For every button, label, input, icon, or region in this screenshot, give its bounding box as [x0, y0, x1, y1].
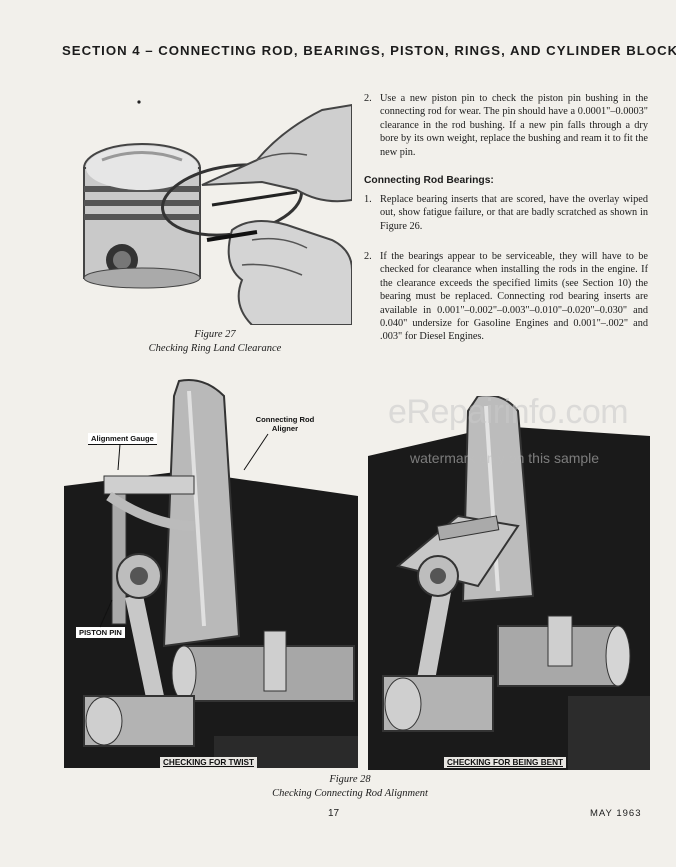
figure-27-caption: Checking Ring Land Clearance	[148, 343, 282, 354]
alignment-gauge-label: Alignment Gauge	[88, 433, 157, 445]
list-item-replace-inserts: 1. Replace bearing inserts that are scor…	[364, 193, 648, 233]
list-text: Use a new piston pin to check the piston…	[380, 93, 648, 158]
list-number: 1.	[364, 194, 372, 205]
page-number: 17	[328, 808, 340, 819]
figure-27-caption-block: Figure 27 Checking Ring Land Clearance	[120, 328, 310, 356]
piston-pin-label: PISTON PIN	[76, 627, 125, 638]
list-item-bearing-clearance: 2. If the bearings appear to be servicea…	[364, 250, 648, 344]
section-title: SECTION 4 – CONNECTING ROD, BEARINGS, PI…	[62, 43, 676, 58]
watermark-sub: watermark only on this sample	[410, 450, 600, 466]
list-item-pin-bushing: 2. Use a new piston pin to check the pis…	[364, 92, 648, 159]
checking-twist-label: CHECKING FOR TWIST	[160, 757, 257, 768]
list-text: If the bearings appear to be serviceable…	[380, 251, 648, 343]
watermark-main: eRepairinfo.com	[388, 393, 629, 431]
list-number: 2.	[364, 251, 372, 262]
figure-27-photo	[82, 90, 352, 325]
figure-28-caption-block: Figure 28 Checking Connecting Rod Alignm…	[230, 773, 470, 801]
date-stamp: MAY 1963	[590, 808, 642, 819]
figure-28-caption: Checking Connecting Rod Alignment	[272, 788, 428, 799]
rod-bearings-heading: Connecting Rod Bearings:	[364, 175, 494, 186]
checking-bent-label: CHECKING FOR BEING BENT	[444, 757, 566, 768]
list-text: Replace bearing inserts that are scored,…	[380, 194, 648, 232]
list-number: 2.	[364, 93, 372, 104]
figure-28-number: Figure 28	[329, 774, 371, 785]
rod-aligner-label: Connecting Rod Aligner	[255, 415, 315, 433]
figure-27-number: Figure 27	[194, 329, 236, 340]
figure-28-bent-photo	[368, 396, 650, 770]
